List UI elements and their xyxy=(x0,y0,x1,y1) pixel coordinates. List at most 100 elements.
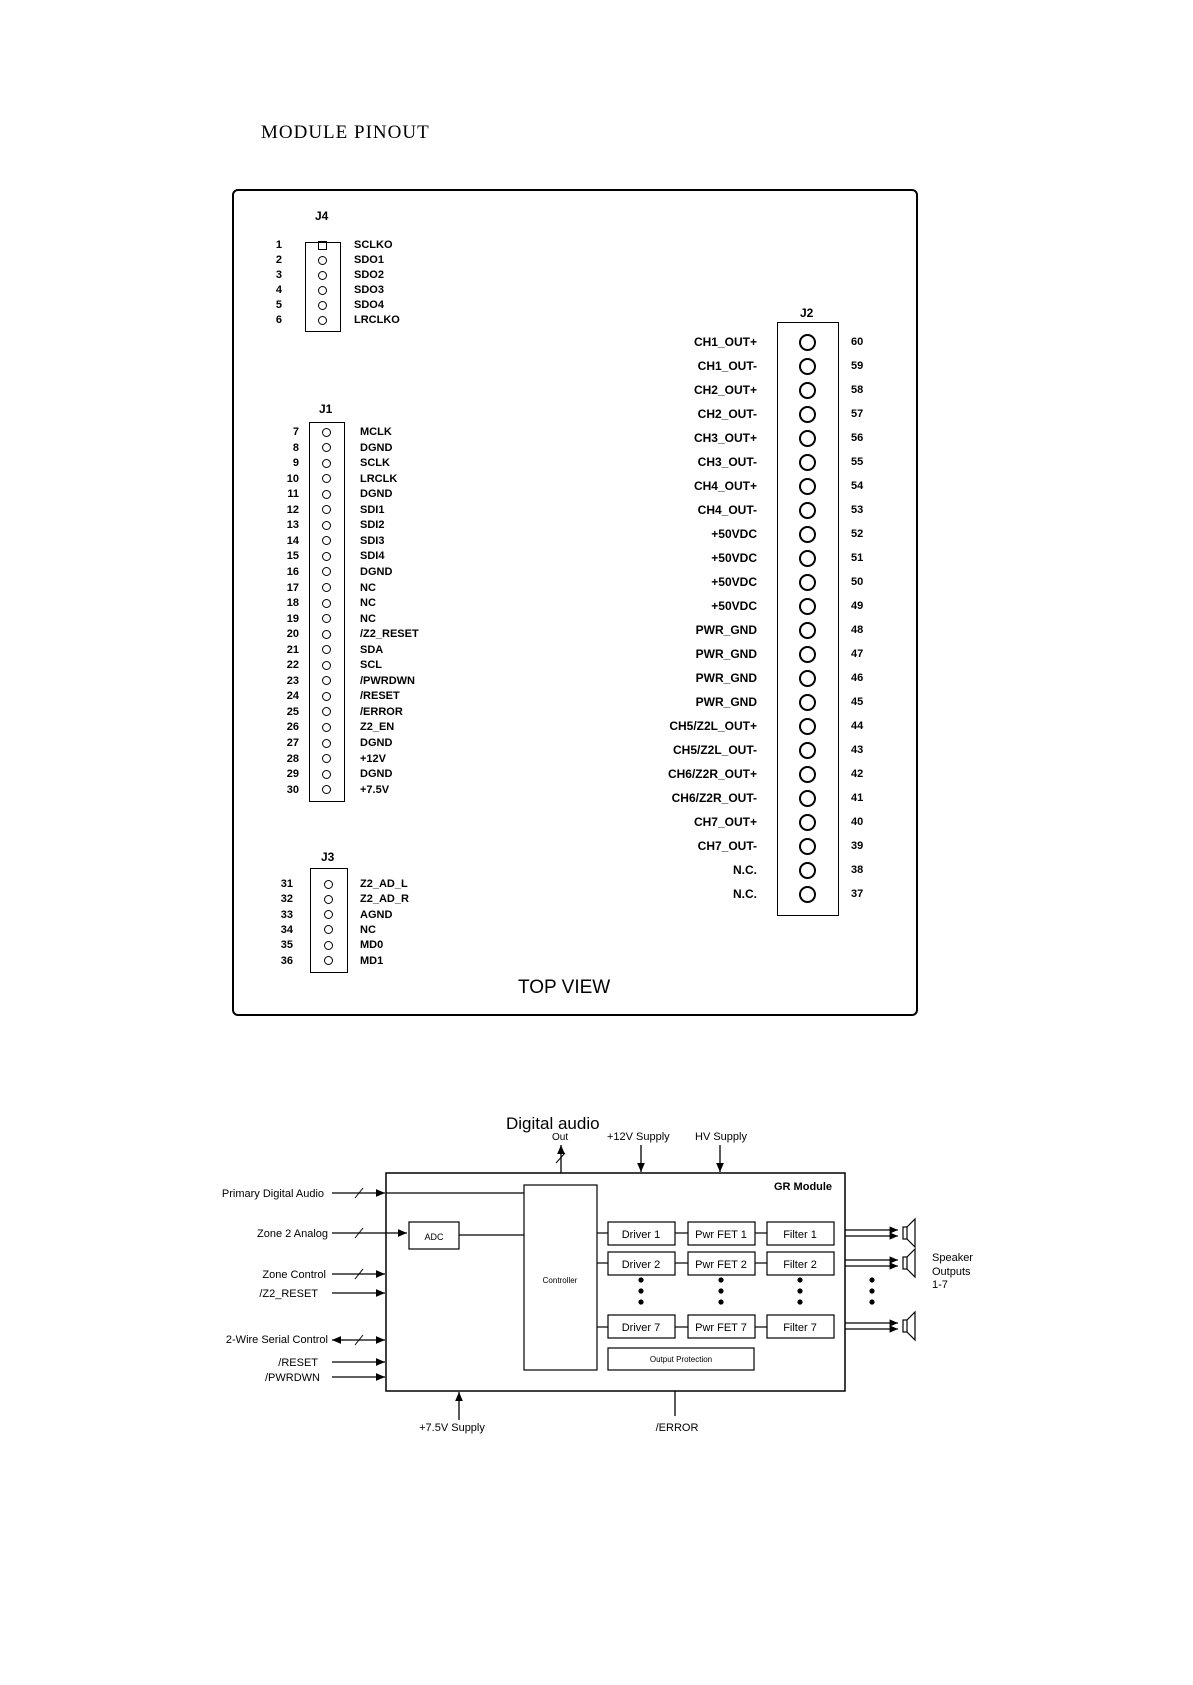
pin-number: 59 xyxy=(851,360,864,372)
pin-label: +50VDC xyxy=(711,551,757,565)
pin-number: 28 xyxy=(286,752,299,765)
pin-number: 47 xyxy=(851,648,864,660)
pin-hole xyxy=(798,405,816,423)
pin-number: 35 xyxy=(280,939,293,952)
speaker-label-line3: 1-7 xyxy=(932,1279,948,1291)
pin-hole xyxy=(321,738,331,748)
pin-hole xyxy=(321,629,331,639)
pin-number: 30 xyxy=(286,783,299,796)
pin-hole xyxy=(798,693,816,711)
pin-label: CH3_OUT- xyxy=(697,455,757,469)
pin-label: MCLK xyxy=(360,426,392,438)
pin-number: 13 xyxy=(286,519,299,532)
pin-hole xyxy=(321,645,331,655)
pin-number: 3 xyxy=(275,269,282,281)
pin-label: +50VDC xyxy=(711,527,757,541)
two-wire-label: 2-Wire Serial Control xyxy=(226,1334,328,1346)
filter-2-box xyxy=(766,1251,835,1276)
pin-hole xyxy=(321,567,331,577)
pin-number: 34 xyxy=(280,923,293,936)
pin-number: 25 xyxy=(286,705,299,718)
pin-label: CH1_OUT- xyxy=(697,359,757,373)
pin-number: 33 xyxy=(280,908,293,921)
pin-label: LRCLK xyxy=(360,472,398,485)
pin-label: SDA xyxy=(360,643,384,656)
pin-label: LRCLKO xyxy=(354,314,400,326)
pin-hole xyxy=(798,813,816,831)
pin-hole xyxy=(323,910,333,920)
pin-label: CH4_OUT- xyxy=(697,503,757,517)
pin-number: 53 xyxy=(851,504,864,516)
j1-connector xyxy=(309,422,345,802)
pin-number: 7 xyxy=(292,426,299,438)
speaker-output-2 xyxy=(845,1256,898,1270)
pin-hole xyxy=(321,614,331,624)
pin-hole xyxy=(798,357,816,375)
filter-2-label: Filter 2 xyxy=(783,1259,817,1271)
pin-number: 58 xyxy=(851,384,864,396)
pin-hole xyxy=(798,621,816,639)
pin-label: PWR_GND xyxy=(695,671,757,685)
pin-number: 27 xyxy=(286,737,299,749)
j3-title: J3 xyxy=(321,850,335,864)
pin-number: 17 xyxy=(286,581,299,594)
pin-label: MD0 xyxy=(360,939,384,952)
pin-number: 5 xyxy=(275,299,282,311)
gr-module-box xyxy=(385,1172,846,1392)
pin-hole xyxy=(321,536,331,546)
pin-number: 39 xyxy=(851,840,864,852)
pin-number: 6 xyxy=(275,314,282,326)
pin-label: +50VDC xyxy=(711,575,757,589)
gr-module-title: GR Module xyxy=(774,1181,832,1193)
filter-1-box xyxy=(766,1221,835,1246)
pin-label: CH2_OUT- xyxy=(697,407,757,421)
pin-number: 44 xyxy=(851,720,864,732)
driver-2-label: Driver 2 xyxy=(622,1259,661,1271)
pin-number: 4 xyxy=(275,284,282,296)
pin-hole xyxy=(317,300,327,310)
pin-hole xyxy=(323,956,333,965)
pin-label: N.C. xyxy=(733,863,757,877)
pin-label: CH5/Z2L_OUT- xyxy=(672,743,757,757)
pin-label: SDI4 xyxy=(360,550,385,563)
page-title: MODULE PINOUT xyxy=(261,122,430,143)
pin-label: SDO4 xyxy=(354,299,384,311)
pin-label: Z2_EN xyxy=(360,721,395,734)
j4-title: J4 xyxy=(315,209,329,223)
pin-number: 46 xyxy=(851,672,864,684)
pin-label: DGND xyxy=(360,565,393,578)
pin-hole xyxy=(798,765,816,783)
filter-7-label: Filter 7 xyxy=(783,1322,817,1334)
pin-label: NC xyxy=(360,581,376,594)
pin-hole xyxy=(317,285,327,295)
pin-label: CH7_OUT- xyxy=(697,839,757,853)
pin-hole xyxy=(323,940,333,950)
pin-hole xyxy=(798,789,816,807)
ellipsis-dots xyxy=(638,1277,875,1305)
digital-audio-label: Digital audio xyxy=(506,1114,600,1133)
driver-7-label: Driver 7 xyxy=(622,1322,661,1334)
zone-control-label: Zone Control xyxy=(262,1269,326,1281)
pin-label: CH7_OUT+ xyxy=(693,815,757,829)
pin-label: SCLKO xyxy=(354,239,393,251)
pin-number: 23 xyxy=(286,674,299,687)
pin-number: 55 xyxy=(851,456,864,468)
pin-hole xyxy=(321,691,331,701)
pin-label: SDO3 xyxy=(354,284,384,296)
pin-hole xyxy=(321,598,331,608)
pin-label: PWR_GND xyxy=(695,623,757,637)
pin-hole xyxy=(321,489,331,499)
pin-hole xyxy=(798,453,816,471)
pin-label: SCL xyxy=(360,659,382,672)
pin-number: 56 xyxy=(851,432,864,444)
pin-label: SDI2 xyxy=(360,519,385,532)
zone2-analog-label: Zone 2 Analog xyxy=(257,1228,328,1240)
adc-label: ADC xyxy=(424,1232,444,1242)
pin-hole xyxy=(798,525,816,543)
pin-hole xyxy=(798,549,816,567)
pin-hole xyxy=(321,427,331,437)
pin-label: +7.5V xyxy=(360,783,390,796)
pin-label: /PWRDWN xyxy=(360,674,415,687)
pin-label: /RESET xyxy=(360,690,400,703)
